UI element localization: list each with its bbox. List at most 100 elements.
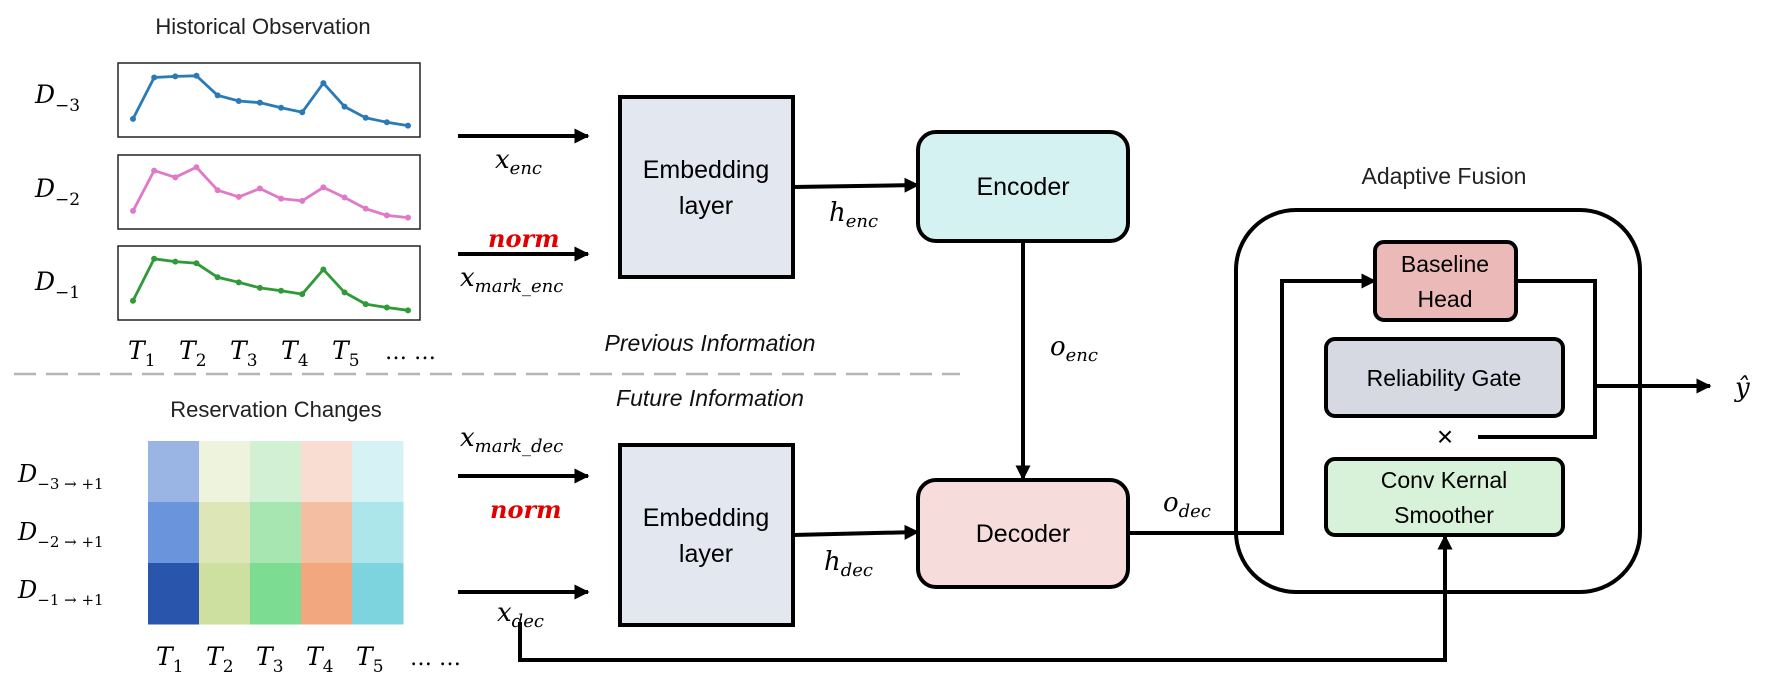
- sparkline-point: [172, 73, 179, 80]
- heatmap-cell: [199, 441, 251, 503]
- time-label-t2: T2: [179, 336, 207, 371]
- multiply-symbol: ×: [1437, 421, 1453, 452]
- encoder-label: Encoder: [976, 173, 1069, 201]
- heatmap-cell: [250, 502, 302, 564]
- heatmap-cell: [301, 563, 353, 625]
- sparkline-point: [151, 167, 158, 174]
- sparkline-point: [256, 284, 263, 291]
- sparkline-point: [151, 255, 158, 262]
- o-dec-symbol: odec: [1163, 488, 1211, 522]
- baseline-head-block: Baseline Head: [1373, 240, 1518, 322]
- sparkline-frame: [117, 245, 421, 321]
- sparkline-point: [299, 291, 306, 298]
- reservation-label-d-1: D−1 → +1: [17, 576, 104, 609]
- embedding-decoder-label-1: Embedding: [643, 504, 769, 532]
- sparkline-point: [172, 258, 179, 265]
- reservation-time-axis: T1 T2 T3 T4 T5 … …: [156, 642, 461, 677]
- time-ellipsis: … …: [385, 340, 436, 365]
- reliability-gate-label: Reliability Gate: [1367, 365, 1522, 391]
- reservation-heatmap: [148, 441, 404, 625]
- sparkline-point: [278, 104, 285, 111]
- embedding-layer-encoder: Embedding layer: [618, 95, 795, 279]
- sparkline-point: [383, 212, 390, 219]
- embedding-layer-decoder: Embedding layer: [618, 443, 795, 627]
- x-mark-enc-symbol: xmark_enc: [460, 263, 563, 297]
- baseline-label-2: Head: [1418, 286, 1473, 312]
- h-enc-arrow: [792, 177, 920, 193]
- sparkline-point: [383, 304, 390, 311]
- series-label-d-3: D−3: [34, 80, 80, 116]
- sparkline-point: [362, 301, 369, 308]
- sparkline-point: [256, 99, 263, 106]
- heatmap-cell: [352, 563, 404, 625]
- sparkline-point: [362, 114, 369, 121]
- sparkline-series-line: [131, 74, 409, 128]
- sparkline-point: [320, 266, 327, 273]
- heatmap-cell: [148, 502, 200, 564]
- historical-title: Historical Observation: [155, 14, 370, 39]
- sparkline-point: [341, 289, 348, 296]
- norm-label-encoder: norm: [488, 224, 560, 253]
- decoder-label: Decoder: [976, 520, 1071, 548]
- o-enc-symbol: oenc: [1050, 332, 1098, 366]
- sparkline-point: [299, 109, 306, 116]
- sparkline-panel-2: [117, 154, 421, 230]
- baseline-to-multiply-line: [1478, 279, 1597, 439]
- sparkline-point: [362, 205, 369, 212]
- sparkline-point: [151, 74, 158, 81]
- sparkline-point: [299, 197, 306, 204]
- time-label-t3: T3: [230, 336, 258, 371]
- sparkline-panel-3: [117, 245, 421, 321]
- sparkline-panel-1: [117, 62, 421, 138]
- time-label-t1: T1: [128, 336, 156, 371]
- embedding-encoder-label-2: layer: [679, 192, 733, 220]
- time-label-t4: T4: [281, 336, 309, 371]
- sparkline-point: [256, 185, 263, 192]
- heatmap-cell: [301, 441, 353, 503]
- x-enc-symbol: xenc: [495, 145, 542, 179]
- reliability-gate-block: Reliability Gate: [1324, 337, 1565, 418]
- sparkline-point: [405, 214, 411, 221]
- heatmap-cell: [250, 563, 302, 625]
- res-time-label-t2: T2: [206, 642, 234, 677]
- time-label-t5: T5: [332, 336, 360, 371]
- heatmap-cell: [352, 502, 404, 564]
- res-time-label-t1: T1: [156, 642, 184, 677]
- sparkline-point: [235, 98, 242, 104]
- sparkline-point: [235, 193, 242, 200]
- smoother-label-2: Smoother: [1394, 502, 1494, 528]
- res-time-label-t4: T4: [306, 642, 334, 677]
- heatmap-cell: [199, 563, 251, 625]
- heatmap-cell: [199, 502, 251, 564]
- decoder-block: Decoder: [916, 478, 1130, 589]
- sparkline-point: [320, 184, 327, 191]
- historical-row-labels: D−3 D−2 D−1: [34, 80, 80, 303]
- sparkline-point: [405, 122, 411, 129]
- encoder-block: Encoder: [916, 130, 1130, 243]
- sparkline-point: [193, 164, 200, 171]
- sparkline-point: [235, 279, 242, 286]
- sparkline-point: [193, 72, 200, 79]
- sparkline-point: [383, 119, 390, 126]
- decoder-to-baseline-arrow: [1128, 273, 1377, 535]
- previous-information-label: Previous Information: [605, 330, 816, 356]
- future-information-label: Future Information: [616, 385, 804, 411]
- sparkline-point: [278, 287, 285, 294]
- sparkline-point: [405, 307, 411, 314]
- sparkline-point: [214, 92, 221, 99]
- heatmap-cell: [301, 502, 353, 564]
- sparkline-point: [278, 195, 285, 202]
- series-label-d-2: D−2: [34, 174, 80, 210]
- adaptive-fusion-container: [1234, 208, 1642, 594]
- adaptive-fusion-title: Adaptive Fusion: [1362, 163, 1527, 189]
- res-time-label-t3: T3: [256, 642, 284, 677]
- reservation-title: Reservation Changes: [170, 397, 382, 422]
- heatmap-cell: [250, 441, 302, 503]
- x-dec-to-smoother-arrow: [518, 534, 1453, 662]
- heatmap-cell: [352, 441, 404, 503]
- smoother-label-1: Conv Kernal: [1381, 467, 1508, 493]
- reservation-label-d-3: D−3 → +1: [17, 460, 104, 493]
- sparkline-point: [214, 274, 221, 281]
- reservation-row-labels: D−3 → +1 D−2 → +1 D−1 → +1: [17, 460, 104, 609]
